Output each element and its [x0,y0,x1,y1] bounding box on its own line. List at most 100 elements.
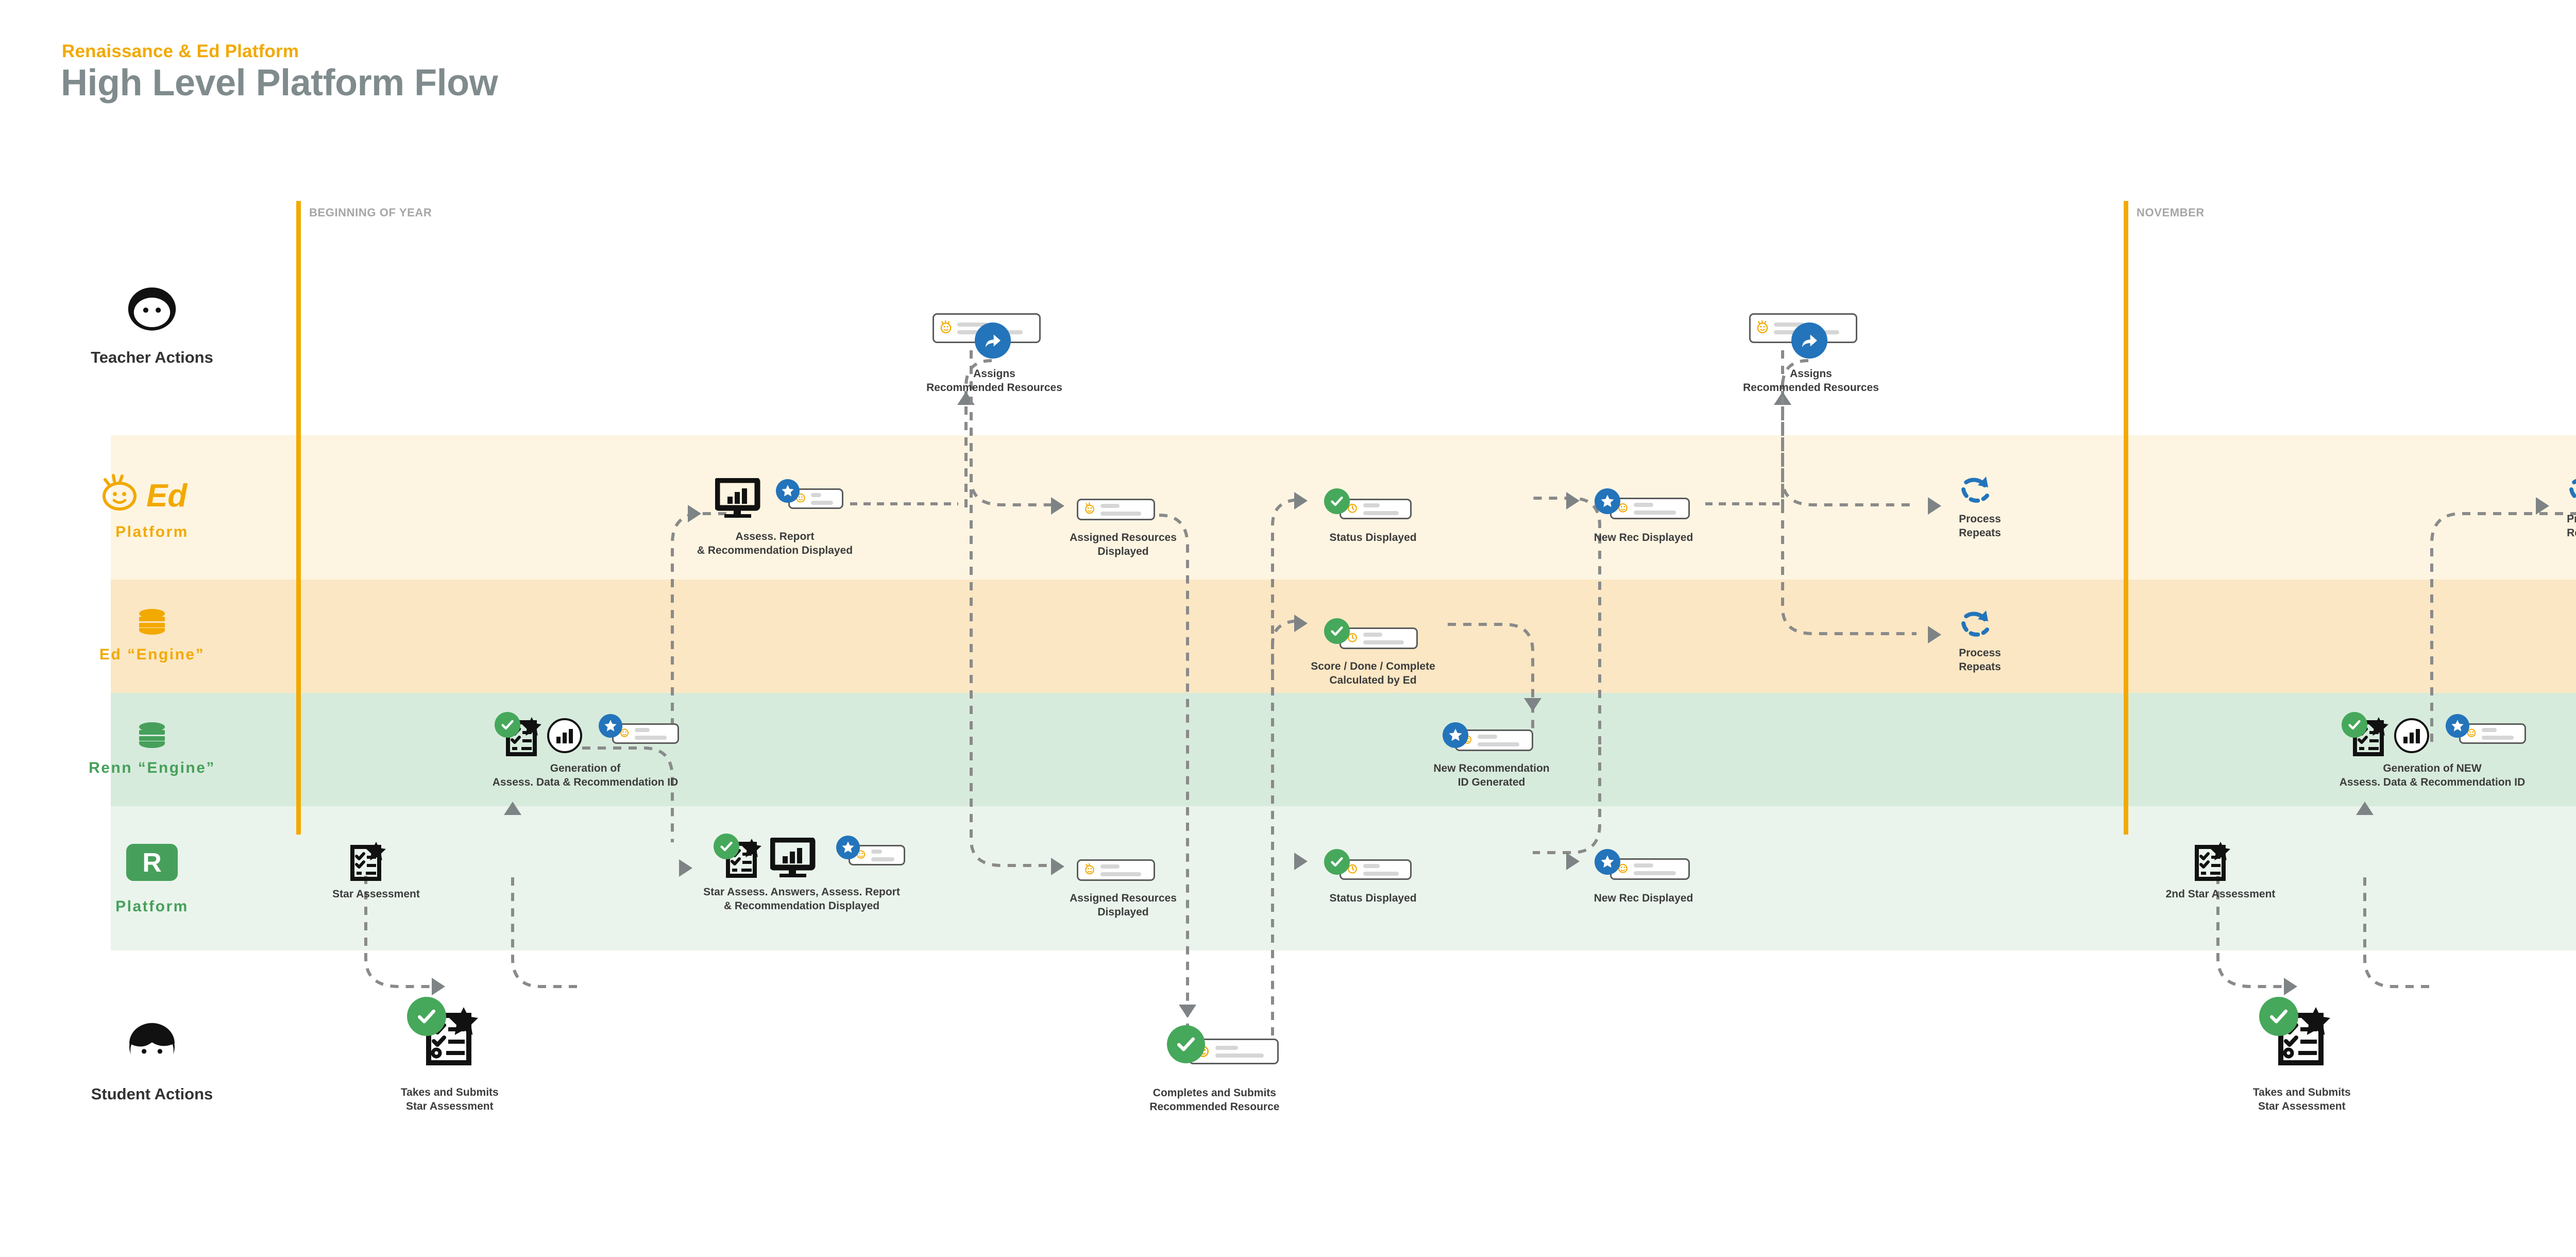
arrow-to-generation-node [504,802,521,815]
share-badge [975,322,1011,359]
node-artwork [1443,722,1540,759]
check-badge [407,997,446,1036]
node-assigns-recommended-resources-2[interactable]: Assigns Recommended Resources [1743,313,1879,394]
connector-up-to-assigns-2 [1752,355,1819,510]
connector-completes-to-status [1247,495,1329,1041]
node-artwork [1595,849,1692,890]
star-icon [1601,855,1614,868]
node-new-rec-displayed-ed[interactable]: New Rec Displayed [1594,488,1693,543]
connector-generation-to-star-answers [582,742,726,876]
share-arrow-icon [1802,334,1817,348]
arrow-to-new-recommendation-id [1524,698,1541,711]
node-status-displayed-r[interactable]: Status Displayed [1324,849,1422,904]
ed-resource-card [1077,859,1155,881]
check-icon [1177,1037,1195,1051]
share-badge [1791,322,1827,359]
star-badge [1595,849,1620,875]
lane-label-student-actions: Student Actions [0,974,304,1149]
node-artwork [1167,1025,1280,1082]
node-completes-and-submits-recommended-resource[interactable]: Completes and Submits Recommended Resour… [1149,1025,1280,1113]
check-icon [720,841,733,852]
connector-takes-submits-2-to-generation-new [2362,876,2496,1005]
lane-label-text: Platform [115,523,189,540]
node-status-displayed-ed[interactable]: Status Displayed [1324,488,1422,543]
star-badge [599,714,622,738]
monitor-chart-icon [769,837,819,880]
arrow-to-status-displayed-ed [1294,492,1308,509]
arrow-to-completes-submits [1179,1005,1196,1018]
ed-logo-icon: Ed [93,473,211,516]
lane-label-teacher-actions: Teacher Actions [0,222,304,428]
header-eyebrow: Renaissance & Ed Platform [62,41,299,61]
ed-face-icon [1617,862,1629,877]
ed-face-icon [1083,502,1096,517]
node-artwork [1324,618,1422,659]
node-score-done-complete-calculated-by-ed[interactable]: Score / Done / Complete Calculated by Ed [1311,618,1435,686]
ed-clock-icon [1346,631,1359,646]
node-caption: Star Assessment [332,888,420,900]
node-process-repeats-edengine[interactable]: Process Repeats [1955,608,2007,673]
arrow-to-new-rec-displayed-ed [1566,492,1580,509]
check-icon [501,720,514,730]
timeline-label-november: NOVEMBER [2137,206,2205,219]
teacher-avatar-icon [124,282,180,341]
node-artwork [927,313,1061,367]
ed-resource-card [788,488,843,509]
node-assigned-resources-displayed-r[interactable]: Assigned Resources Displayed [1070,859,1177,918]
arrow-to-takes-submits-1 [432,978,445,995]
node-generation-of-new-assess-data-recommendation-id[interactable]: Generation of NEW Assess. Data & Recomme… [2340,712,2548,788]
node-second-star-assessment[interactable]: 2nd Star Assessment [2166,840,2275,900]
ed-face-icon [1756,319,1769,336]
node-process-repeats-ed-2[interactable]: Process Repeats [2563,474,2576,539]
renaissance-r-icon: R [118,841,185,891]
node-generation-of-assess-data-recommendation-id[interactable]: Generation of Assess. Data & Recommendat… [493,712,701,788]
refresh-icon [1955,477,1998,512]
star-badge [776,479,800,503]
connector-generation-to-assess-report [582,507,737,750]
node-caption: Takes and Submits Star Assessment [2252,1086,2351,1113]
ed-status-card [1340,627,1418,649]
check-badge [1324,618,1350,644]
node-assigns-recommended-resources-1[interactable]: Assigns Recommended Resources [926,313,1062,394]
node-new-recommendation-id-generated[interactable]: New Recommendation ID Generated [1433,722,1550,788]
star-icon [2451,720,2464,732]
clipboard-star-icon [349,840,387,885]
node-artwork [2342,712,2548,761]
ed-face-icon [1083,862,1096,878]
node-caption: Star Assess. Answers, Assess. Report & R… [703,886,900,912]
node-star-assessment[interactable]: Star Assessment [332,840,420,900]
timeline-rule-beginning-of-year [296,201,301,835]
node-assigned-resources-displayed-ed[interactable]: Assigned Resources Displayed [1070,499,1177,557]
ed-resource-card [1749,313,1857,343]
node-caption: New Rec Displayed [1594,892,1693,904]
circular-chart-icon [546,717,583,757]
lane-label-text: Student Actions [91,1085,213,1103]
refresh-icon [2563,479,2576,512]
node-artwork [1955,608,2007,645]
node-new-rec-displayed-r[interactable]: New Rec Displayed [1594,849,1693,904]
ed-face-icon [939,319,953,336]
node-assess-report-recommendation-displayed[interactable]: Assess. Report & Recommendation Displaye… [697,477,865,556]
connector-assigns-1-down-r [951,350,1084,881]
node-takes-and-submits-star-assessment-1[interactable]: Takes and Submits Star Assessment [401,997,500,1112]
node-caption: Generation of Assess. Data & Recommendat… [492,762,679,789]
node-process-repeats-ed-1[interactable]: Process Repeats [1955,474,2007,539]
timeline-label-beginning-of-year: BEGINNING OF YEAR [309,206,432,219]
arrow-to-generation-new-node [2356,802,2374,815]
star-badge [2446,714,2469,738]
node-star-assess-answers-report-recommendation-displayed[interactable]: Star Assess. Answers, Assess. Report & R… [703,834,909,912]
star-icon [604,720,617,732]
star-badge [1595,488,1620,514]
node-takes-and-submits-star-assessment-2[interactable]: Takes and Submits Star Assessment [2253,997,2352,1112]
connector-assess-report-right [850,502,958,505]
ed-resource-card [1077,499,1155,520]
node-caption: 2nd Star Assessment [2165,888,2276,900]
check-badge [2259,997,2298,1036]
share-arrow-icon [985,334,1001,348]
star-icon [1601,495,1614,507]
monitor-chart-icon [714,477,764,521]
star-icon [782,485,794,497]
arrow-to-process-repeats-ed-2 [2536,497,2549,515]
ed-clock-icon [1346,502,1359,517]
ed-resource-card [1610,498,1690,519]
